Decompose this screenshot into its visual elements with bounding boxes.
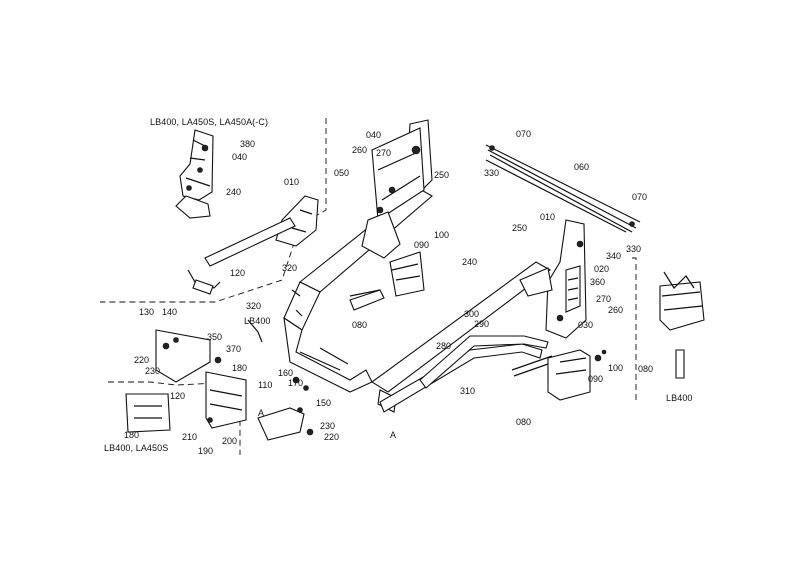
point-a-label-2: A (390, 430, 397, 440)
point-a-label-1: A (258, 408, 265, 418)
rod-set-060 (485, 144, 641, 233)
part-label-240-left: 240 (226, 187, 242, 197)
part-label-040-left: 040 (232, 152, 248, 162)
part-label-360: 360 (590, 277, 606, 287)
part-label-280: 280 (436, 341, 452, 351)
part-label-140: 140 (162, 307, 178, 317)
part-label-130: 130 (139, 307, 155, 317)
bracket-010-right (519, 219, 587, 339)
part-label-070-right: 070 (632, 192, 648, 202)
part-label-030: 030 (578, 320, 594, 330)
part-label-330-right: 330 (626, 244, 642, 254)
main-subframe (283, 119, 551, 413)
bracket-010-and-bar-120 (187, 195, 319, 295)
part-label-250-right: 250 (512, 223, 528, 233)
part-label-180-bottom: 180 (124, 430, 140, 440)
part-label-330-top: 330 (484, 168, 500, 178)
part-label-100-right: 100 (608, 363, 624, 373)
part-label-180-top: 180 (232, 363, 248, 373)
part-label-220-left: 220 (134, 355, 150, 365)
part-label-340: 340 (606, 251, 622, 261)
part-label-350: 350 (207, 332, 223, 342)
lower-left-brackets (125, 319, 314, 441)
part-label-010-right: 010 (540, 212, 556, 222)
part-label-260-top: 260 (352, 145, 368, 155)
part-label-120-top: 120 (230, 268, 246, 278)
part-label-320-top: 320 (282, 263, 298, 273)
part-label-080-mid: 080 (352, 320, 368, 330)
part-label-230-left: 230 (145, 366, 161, 376)
part-label-080-bottom: 080 (516, 417, 532, 427)
part-label-250-top: 250 (434, 170, 450, 180)
part-label-150: 150 (316, 398, 332, 408)
part-label-240-mid: 240 (462, 257, 478, 267)
lb400-caption-right: LB400 (666, 393, 693, 403)
part-label-160: 160 (278, 368, 294, 378)
part-label-230-right: 230 (320, 421, 336, 431)
part-label-370: 370 (226, 344, 242, 354)
part-label-190: 190 (198, 446, 214, 456)
part-label-260-right: 260 (608, 305, 624, 315)
part-label-050: 050 (334, 168, 350, 178)
lb400-caption-mid: LB400 (244, 316, 271, 326)
part-label-380: 380 (240, 139, 256, 149)
part-label-270-top: 270 (376, 148, 392, 158)
part-label-220-right: 220 (324, 432, 340, 442)
bracket-lower-right (547, 349, 607, 401)
mounting-bar-310 (349, 289, 553, 413)
part-label-090-top: 090 (414, 240, 430, 250)
mount-bracket-assembly-top-left (175, 129, 214, 219)
models-caption-top-left: LB400, LA450S, LA450A(-C) (150, 117, 269, 127)
part-label-060: 060 (574, 162, 590, 172)
part-label-320-mid: 320 (246, 301, 262, 311)
part-label-200: 200 (222, 436, 238, 446)
part-label-290: 290 (474, 319, 490, 329)
part-label-170: 170 (288, 378, 304, 388)
lb400-bracket-inset (659, 271, 705, 379)
part-label-120-bottom: 120 (170, 391, 186, 401)
part-label-010-left: 010 (284, 177, 300, 187)
part-label-020: 020 (594, 264, 610, 274)
part-label-040-top: 040 (366, 130, 382, 140)
part-label-090-right: 090 (588, 374, 604, 384)
part-label-310: 310 (460, 386, 476, 396)
part-label-210: 210 (182, 432, 198, 442)
part-label-270-right: 270 (596, 294, 612, 304)
part-label-070-top: 070 (516, 129, 532, 139)
part-label-300: 300 (464, 309, 480, 319)
part-label-100-top: 100 (434, 230, 450, 240)
part-label-080-right: 080 (638, 364, 654, 374)
part-label-110: 110 (258, 380, 273, 390)
section-dividers (100, 118, 637, 455)
models-caption-bottom-left: LB400, LA450S (104, 443, 169, 453)
